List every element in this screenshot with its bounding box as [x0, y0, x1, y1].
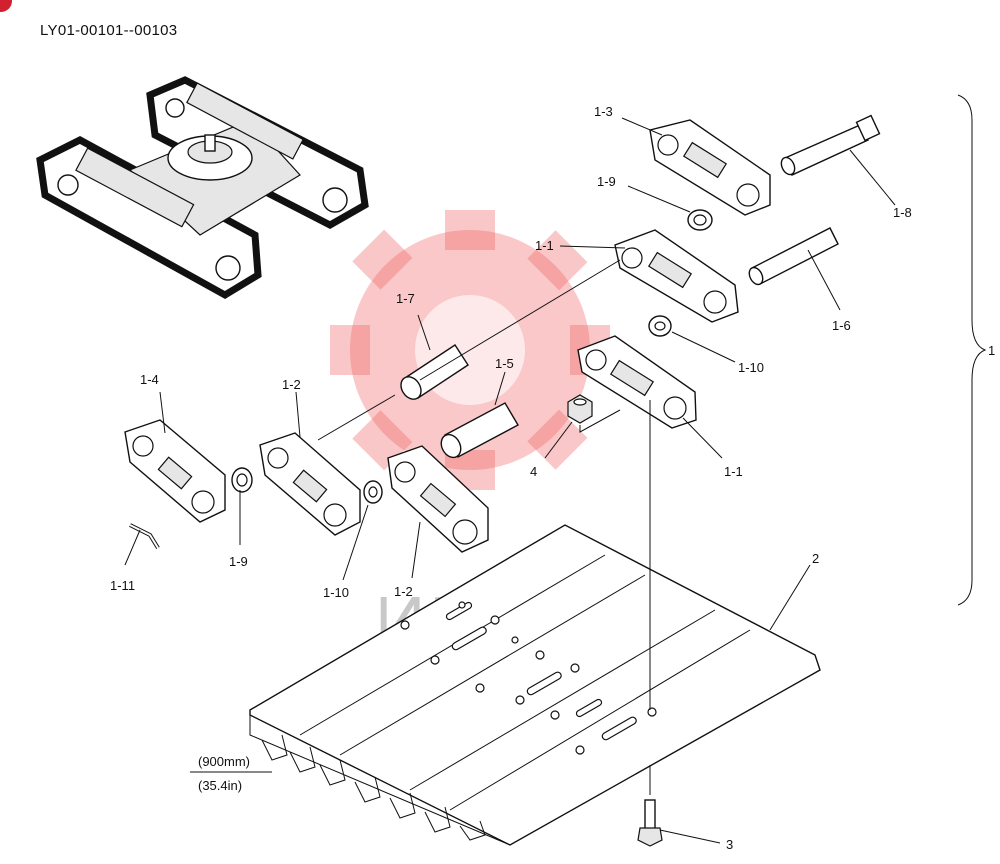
- watermark-gear-icon: [330, 210, 610, 490]
- nut-4: [567, 394, 593, 424]
- bushing-1-5: [440, 402, 519, 459]
- label-2: 2: [812, 551, 819, 566]
- undercarriage-illustration: [36, 76, 369, 300]
- dimension-imperial: (35.4in): [198, 778, 242, 793]
- leader-lines: [124, 117, 896, 844]
- assembly-lines: [317, 259, 651, 795]
- pin-1-6: [748, 227, 839, 286]
- label-1-9-upper: 1-9: [597, 174, 616, 189]
- bolt-3: [637, 799, 663, 847]
- label-1-4: 1-4: [140, 372, 159, 387]
- track-shoe-plate: [249, 524, 821, 846]
- pin-1-8: [780, 114, 881, 176]
- label-1-6: 1-6: [832, 318, 851, 333]
- label-1-7: 1-7: [396, 291, 415, 306]
- seal-1-10-lower: [363, 480, 383, 504]
- label-1-3: 1-3: [594, 104, 613, 119]
- label-4: 4: [530, 464, 537, 479]
- label-1-11: 1-11: [110, 578, 135, 593]
- part-labels: 1-3 1-9 1-1 1-8 1-6 1-10 1-1 1-7 1-5 4 1…: [110, 104, 995, 852]
- assembly-brace: [957, 94, 987, 606]
- label-1-2-right: 1-2: [394, 584, 413, 599]
- part-code: LY01-00101--00103: [40, 22, 178, 39]
- link-1-4: [124, 419, 226, 523]
- link-1-1-upper: [614, 229, 739, 323]
- label-1-1-upper: 1-1: [535, 238, 554, 253]
- link-1-3: [649, 119, 771, 216]
- label-1-8: 1-8: [893, 205, 912, 220]
- link-1-2-left: [259, 432, 361, 536]
- label-1-9-lower: 1-9: [229, 554, 248, 569]
- bushing-1-7: [400, 344, 469, 400]
- label-1-10-lower: 1-10: [323, 585, 349, 600]
- seal-1-10-upper: [648, 315, 672, 337]
- seal-1-9-lower: [231, 467, 253, 493]
- seal-1-9-upper: [687, 209, 713, 231]
- label-3: 3: [726, 837, 733, 852]
- pin-1-11: [129, 523, 160, 550]
- dimension-metric: (900mm): [198, 754, 250, 769]
- link-1-2-right: [387, 445, 489, 553]
- label-1-5: 1-5: [495, 356, 514, 371]
- link-1-1-lower: [577, 335, 697, 429]
- label-1-2-left: 1-2: [282, 377, 301, 392]
- label-1-10-upper: 1-10: [738, 360, 764, 375]
- label-1-1-lower: 1-1: [724, 464, 743, 479]
- label-1: 1: [988, 343, 995, 358]
- dimension-note: (900mm) (35.4in): [190, 754, 272, 793]
